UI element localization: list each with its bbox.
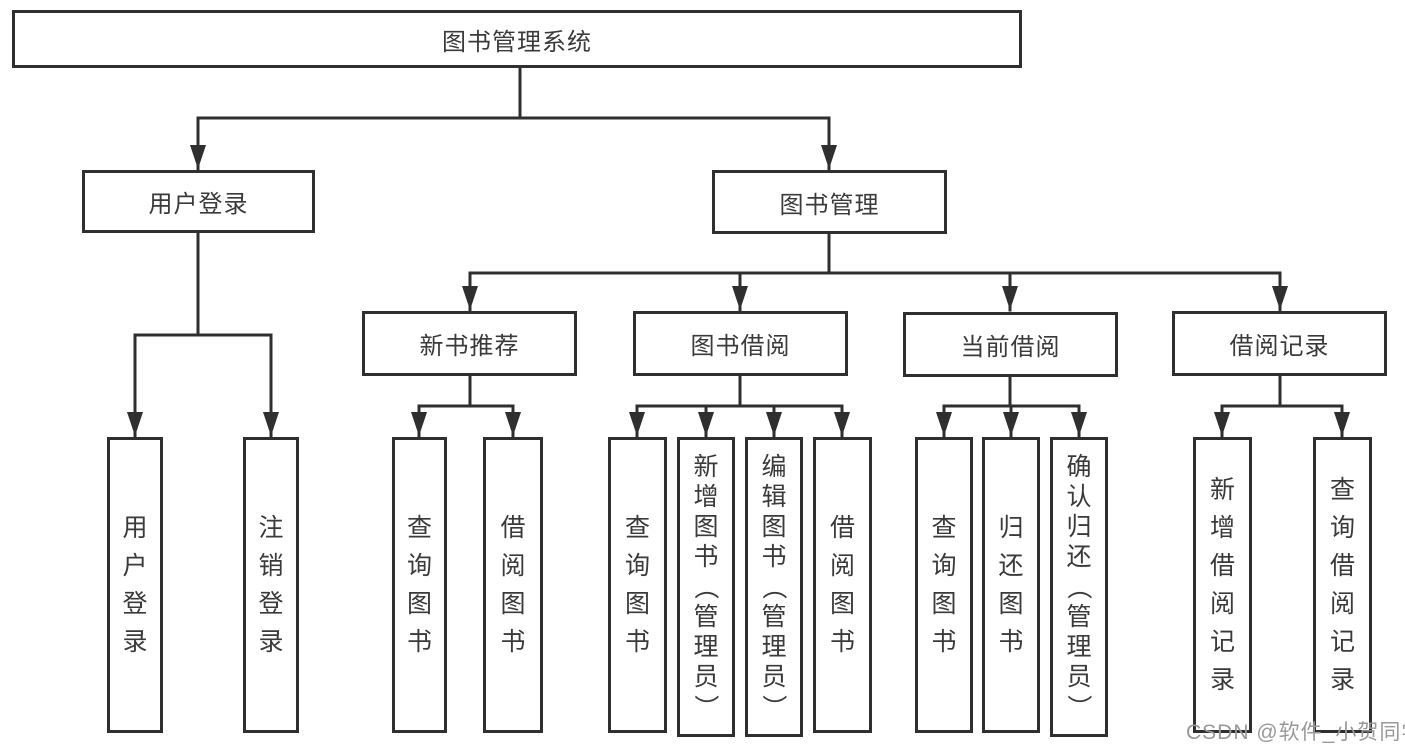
node-label: 用户登录	[148, 191, 249, 218]
node-label: 借阅记录	[1229, 333, 1330, 360]
leaf-label: 新增图书（管理员）	[691, 453, 720, 720]
leaf-label: 借阅图书	[829, 514, 855, 656]
node-book-borrow: 图书借阅	[633, 311, 848, 376]
leaf-user-login: 用户登录	[107, 437, 163, 733]
node-label: 图书借阅	[690, 333, 791, 360]
leaf-label: 归还图书	[998, 514, 1024, 656]
node-new-book-recommend: 新书推荐	[362, 311, 577, 376]
node-label: 新书推荐	[419, 333, 520, 360]
leaf-confirm-return-admin: 确认归还（管理员）	[1050, 437, 1108, 737]
node-label: 当前借阅	[960, 334, 1061, 361]
node-current-borrow: 当前借阅	[903, 312, 1118, 377]
leaf-label: 新增借阅记录	[1209, 476, 1235, 694]
leaf-label: 借阅图书	[500, 514, 526, 656]
node-label: 图书管理系统	[442, 28, 592, 56]
node-library-management-system: 图书管理系统	[12, 10, 1022, 68]
leaf-label: 确认归还（管理员）	[1064, 453, 1093, 720]
leaf-label: 用户登录	[122, 514, 148, 656]
leaf-borrow-books: 借阅图书	[813, 437, 872, 733]
leaf-add-borrow-record: 新增借阅记录	[1193, 437, 1252, 733]
leaf-label: 查询图书	[406, 514, 432, 656]
leaf-label: 编辑图书（管理员）	[759, 453, 788, 720]
node-borrow-record: 借阅记录	[1172, 311, 1387, 376]
leaf-return-books: 归还图书	[982, 437, 1040, 733]
leaf-query-books-borrow: 查询图书	[608, 437, 667, 733]
leaf-edit-books-admin: 编辑图书（管理员）	[745, 437, 803, 737]
node-user-login: 用户登录	[82, 170, 315, 233]
csdn-watermark: CSDN @软件_小贺同学	[1186, 721, 1405, 744]
leaf-borrow-books-recommend: 借阅图书	[483, 437, 543, 733]
leaf-query-borrow-record: 查询借阅记录	[1313, 437, 1372, 733]
node-label: 图书管理	[779, 191, 880, 219]
leaf-logout: 注销登录	[243, 437, 299, 733]
leaf-add-books-admin: 新增图书（管理员）	[677, 437, 735, 737]
node-book-management: 图书管理	[712, 170, 947, 234]
leaf-label: 查询图书	[624, 514, 650, 656]
leaf-label: 查询借阅记录	[1329, 476, 1355, 694]
leaf-query-books-current: 查询图书	[915, 437, 973, 733]
leaf-query-books-recommend: 查询图书	[392, 437, 447, 733]
leaf-label: 查询图书	[931, 514, 957, 656]
leaf-label: 注销登录	[258, 514, 284, 656]
